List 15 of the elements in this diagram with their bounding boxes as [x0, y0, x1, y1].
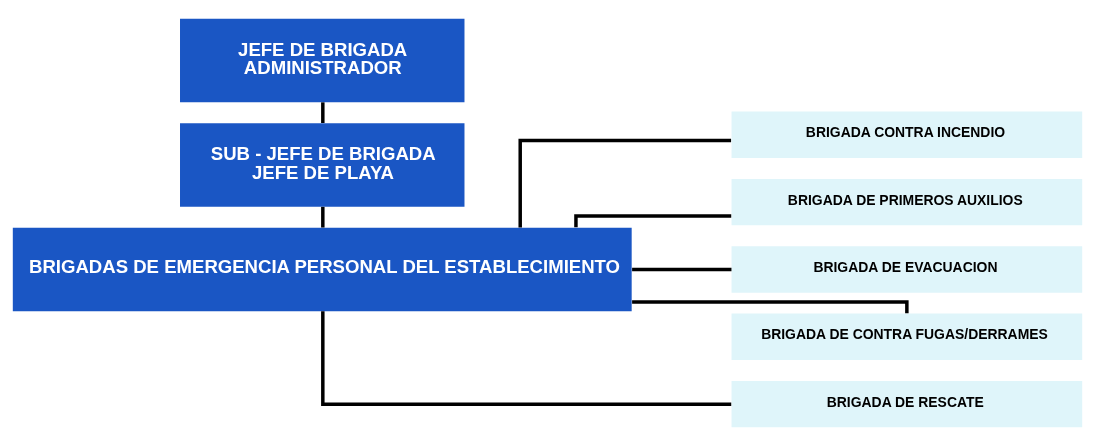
node-box: BRIGADA DE RESCATE [731, 380, 1083, 427]
node-box: BRIGADA DE CONTRA FUGAS/DERRAMES [731, 313, 1083, 360]
node-box: JEFE DE BRIGADA ADMINISTRADOR [180, 18, 465, 102]
node-box: BRIGADA DE PRIMEROS AUXILIOS [731, 178, 1083, 225]
connector [632, 267, 732, 271]
connector [518, 138, 732, 228]
connector [321, 206, 325, 228]
connector [632, 299, 909, 313]
node-box: BRIGADA DE EVACUACION [731, 245, 1083, 293]
connector [321, 310, 732, 406]
node-box: SUB - JEFE DE BRIGADA JEFE DE PLAYA [180, 122, 465, 207]
connector [321, 101, 325, 123]
node-box: BRIGADAS DE EMERGENCIA PERSONAL DEL ESTABLECIMIENTO [12, 227, 632, 311]
connector [574, 213, 732, 227]
node-box: BRIGADA CONTRA INCENDIO [731, 111, 1083, 158]
